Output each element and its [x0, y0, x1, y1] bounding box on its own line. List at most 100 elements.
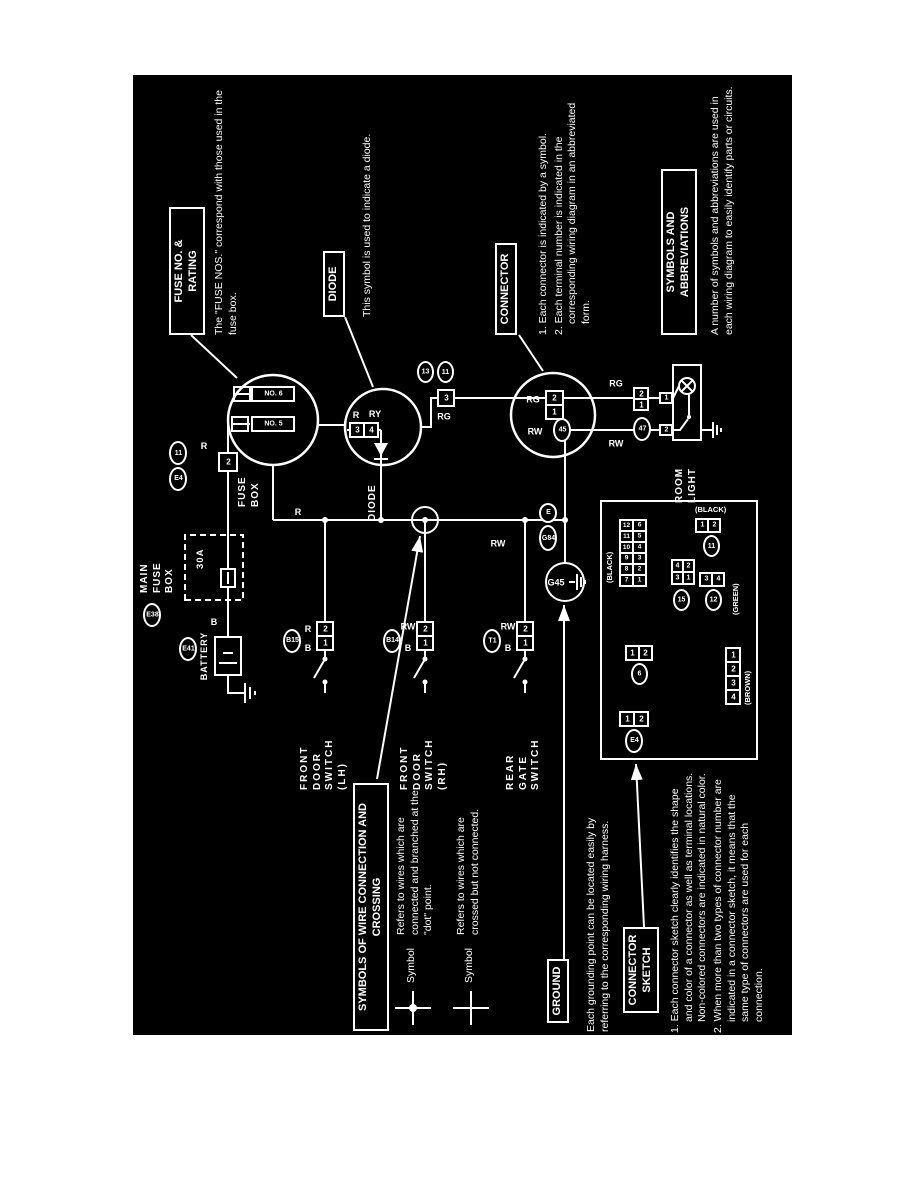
- connector-sketch-item-1: 1. Each connector sketch clearly identif…: [669, 772, 709, 1033]
- terminal-number: 4: [637, 544, 642, 551]
- wire-connection-text-2: Refers to wires which are crossed but no…: [455, 808, 481, 935]
- terminal-number: 1: [730, 650, 736, 660]
- terminal-number: 2: [322, 624, 328, 634]
- sketch-2x2-bottom: 1 2: [682, 559, 695, 585]
- fuse-rating-body: The "FUSE NOS." correspond with those us…: [213, 90, 239, 335]
- connector-id: 12: [709, 596, 718, 604]
- symbols-abbreviations-body: A number of symbols and abbreviations ar…: [709, 86, 735, 335]
- fuse-number: NO. 6: [263, 390, 283, 398]
- connector-id: E41: [181, 645, 195, 653]
- diagram-canvas: FUSE NO. & RATING The "FUSE NOS." corres…: [133, 75, 792, 1035]
- diode-terminal-cells: 3 4: [349, 422, 379, 438]
- terminal-number: 3: [443, 393, 449, 403]
- sketch-cells-12: 3 4: [699, 572, 725, 587]
- connector-id: 11: [707, 542, 716, 550]
- terminal-number: 2: [637, 566, 642, 573]
- terminal-number: 2: [638, 714, 644, 724]
- sketch-color-brown: (BROWN): [743, 670, 752, 705]
- terminal-number: 7: [624, 577, 629, 584]
- junction-dots: [322, 415, 691, 1012]
- sketch-12pin-bottom-row: 1 2 3 4 5 6: [632, 519, 647, 587]
- terminal-number: 4: [675, 562, 680, 570]
- terminal-number: 1: [637, 577, 642, 584]
- connector-id: 47: [638, 425, 646, 433]
- diode-symbol: [374, 443, 388, 456]
- terminal-number: 1: [322, 638, 328, 648]
- wiring-diagram-lines: [184, 316, 758, 1025]
- connector-sketch-header: CONNECTOR SKETCH: [623, 927, 659, 1013]
- connector-header: CONNECTOR: [495, 243, 517, 335]
- wire-connection-text-1: Refers to wires which are connected and …: [395, 790, 435, 935]
- sketch-connector-15: 15: [673, 589, 690, 611]
- connector-oval-11b: 11: [437, 361, 454, 383]
- connector-id: 45: [558, 426, 566, 434]
- terminal-number: 5: [637, 533, 642, 540]
- connector-id: E: [545, 509, 551, 517]
- symbols-abbreviations-header: SYMBOLS AND ABBREVIATIONS: [661, 169, 697, 335]
- connector-oval-e: E: [539, 503, 557, 523]
- rg-terminal-cell: 3: [437, 389, 455, 407]
- connector-id: E38: [145, 611, 159, 619]
- terminal-number: 2: [643, 648, 648, 658]
- terminal-number: 2: [225, 457, 231, 467]
- main-fuse-box-outline: [184, 534, 244, 601]
- switch-label-front-lh: FRONT DOOR SWITCH (LH): [299, 738, 348, 790]
- terminal-number: 1: [422, 638, 428, 648]
- switch2-terminal-cells: 1 2: [416, 621, 434, 651]
- wire-label-sw3-b: B: [504, 642, 512, 653]
- connector-oval-b15: B15: [283, 629, 301, 653]
- wire-connection-symbol-label-1: Symbol: [405, 947, 417, 983]
- wire-label-sw2-b: B: [404, 642, 412, 653]
- connector-sketch-panel: [600, 500, 758, 760]
- wire-label-circle-rw: RW: [527, 426, 543, 437]
- sketch-connector-6: 6: [631, 663, 648, 685]
- connector-id: E4: [629, 737, 639, 745]
- room-light-label: ROOM LIGHT: [674, 467, 698, 503]
- terminal-number: 3: [730, 678, 736, 688]
- battery-label: BATTERY: [199, 631, 209, 681]
- main-fuse-box-label: MAIN FUSE BOX: [139, 562, 175, 593]
- terminal-number: 4: [368, 425, 374, 435]
- wire-label-circle-rg: RG: [526, 394, 540, 405]
- connector-oval-t1: T1: [483, 629, 501, 653]
- wire-label-rl-rg: RG: [609, 378, 623, 389]
- sketch-connector-11: 11: [703, 535, 720, 557]
- terminal-number: 2: [730, 664, 736, 674]
- terminal-number: 1: [630, 648, 635, 658]
- terminal-number: 2: [686, 562, 691, 570]
- ground-header: GROUND: [547, 959, 569, 1023]
- diode-body: This symbol is used to indicate a diode.: [361, 133, 373, 317]
- connector-body: 1. Each connector is indicated by a symb…: [537, 83, 596, 335]
- sketch-brown-strip: 4 3 2 1: [725, 647, 741, 705]
- switch-label-rear-gate: REAR GATE SWITCH: [505, 738, 541, 790]
- room-light-connector-cells: 1 2: [633, 387, 649, 411]
- terminal-number: 1: [624, 714, 630, 724]
- fuse-number: NO. 5: [263, 420, 283, 428]
- terminal-number: 2: [712, 522, 716, 529]
- connector-id: T1: [487, 637, 497, 645]
- fuse-rating-header: FUSE NO. & RATING: [169, 207, 205, 335]
- connector-circle-terminals: 1 2: [545, 390, 564, 420]
- fuse-no5-box: NO. 5: [251, 416, 295, 432]
- room-light-fixture: [672, 364, 702, 441]
- wire-label-diode-out: RY: [368, 408, 382, 419]
- wire-label-bus-rw: RW: [490, 538, 506, 549]
- connector-oval-e41: E41: [179, 637, 197, 661]
- connector-oval-13: 13: [417, 361, 434, 383]
- wire-label-r: R: [200, 440, 208, 451]
- wire-connection-header: SYMBOLS OF WIRE CONNECTION AND CROSSING: [353, 783, 389, 1031]
- ground-point-id: G45: [547, 577, 565, 588]
- connector-oval-45: 45: [553, 418, 571, 442]
- connector-id: B15: [285, 637, 299, 645]
- connector-id: 11: [441, 368, 450, 376]
- connector-item-1: 1. Each connector is indicated by a symb…: [537, 133, 549, 335]
- connector-id: 6: [637, 670, 642, 678]
- connector-sketch-item-2: 2. When more than two types of connector…: [711, 779, 765, 1033]
- sketch-cells-11: 1 2: [695, 518, 721, 533]
- fuse-internal-wires: [227, 393, 250, 584]
- sketch-connector-e4: E4: [625, 729, 643, 753]
- wire-label-rl-rw: RW: [608, 438, 624, 449]
- wire-label-b: B: [210, 616, 218, 627]
- sketch-color-green: (GREEN): [731, 583, 740, 615]
- terminal-number: 1: [552, 407, 557, 417]
